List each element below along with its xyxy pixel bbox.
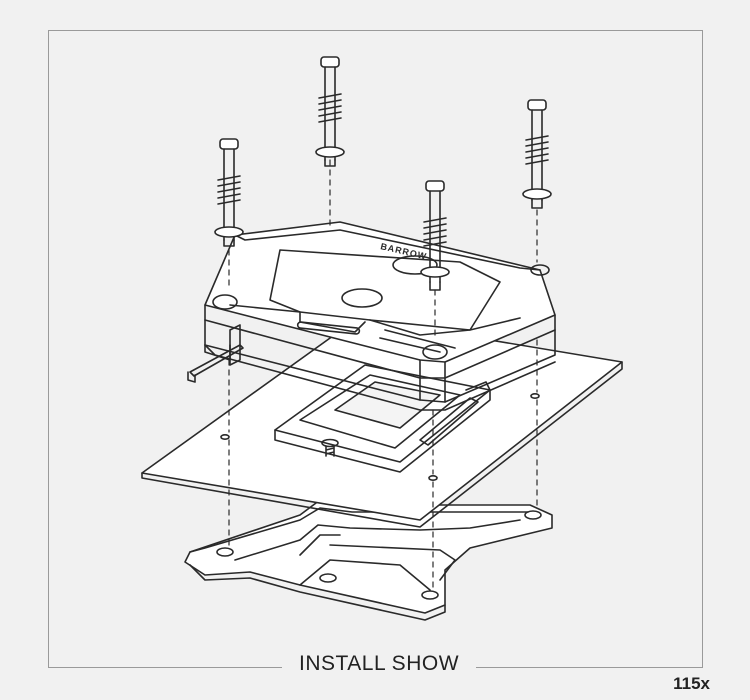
alignment-lines: [228, 159, 538, 589]
backplate-bracket: [184, 499, 553, 621]
spring-screw-3: [420, 180, 450, 291]
block-port-front: [341, 288, 383, 308]
bracket-hole-center: [319, 573, 337, 583]
title-gap: [282, 660, 476, 678]
spring-screw-4: [522, 99, 552, 209]
diagram-title: INSTALL SHOW: [298, 652, 460, 675]
waterblock: [204, 221, 556, 411]
spring-screw-2: [315, 56, 345, 167]
side-clip: [187, 324, 244, 383]
bracket-hole-front: [421, 590, 439, 600]
block-port-rear: [392, 255, 438, 275]
corner-label: 115x: [673, 674, 710, 693]
bracket-hole-right: [524, 510, 542, 520]
socket-screw: [321, 438, 339, 457]
bracket-hole-left: [216, 547, 234, 557]
spring-screw-1: [214, 138, 244, 247]
